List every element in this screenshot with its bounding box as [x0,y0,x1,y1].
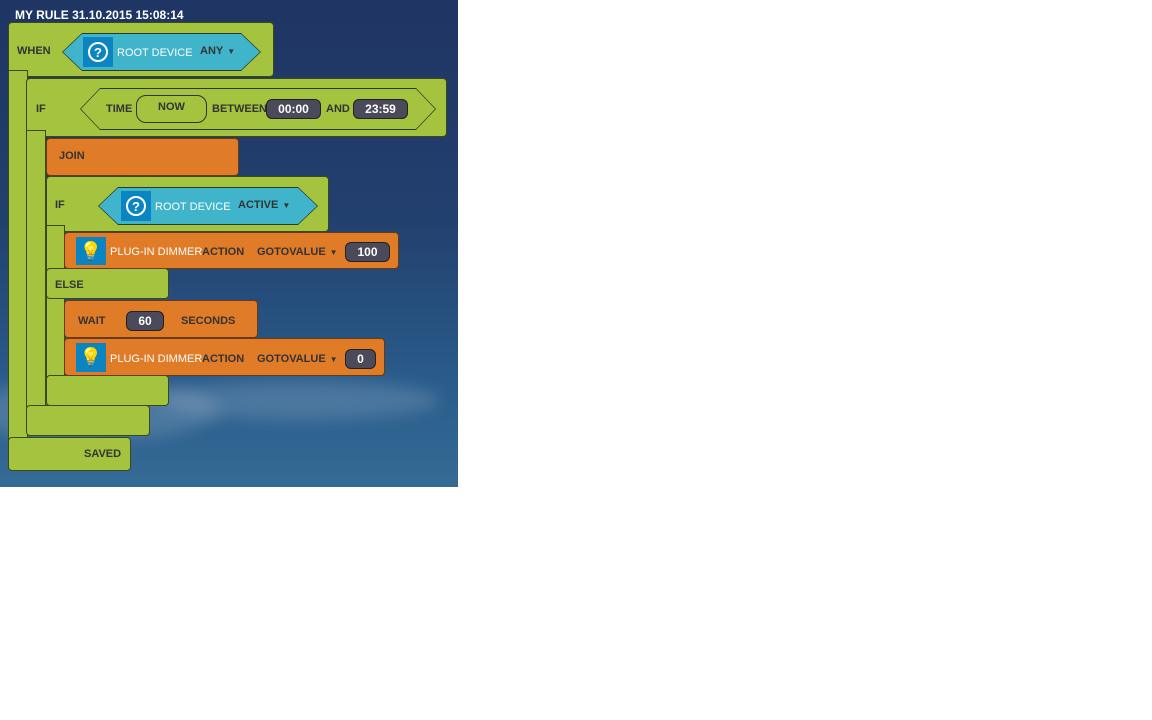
now-input[interactable]: NOW [136,95,207,123]
dropdown-arrow-icon: ▼ [282,201,291,210]
time-label: TIME [106,103,133,115]
lightbulb-icon: 💡 [76,343,106,372]
value-input[interactable]: 100 [345,242,390,262]
rule-canvas[interactable]: MY RULE 31.10.2015 15:08:14 WHEN ? ROOT … [0,0,458,487]
between-label: BETWEEN [212,103,267,115]
rule-title: MY RULE 31.10.2015 15:08:14 [15,8,184,22]
if-label: IF [55,199,65,211]
action-label: ACTION [202,353,245,365]
wait-seconds-input[interactable]: 60 [126,311,164,331]
command-dropdown[interactable]: GOTOVALUE▼ [257,353,338,365]
command: GOTOVALUE [257,353,326,365]
dropdown-arrow-icon: ▼ [329,248,338,257]
join-block[interactable]: JOIN [46,138,239,176]
wait-label: WAIT [78,315,106,327]
dropdown-arrow-icon: ▼ [227,47,236,56]
value-input[interactable]: 0 [345,349,376,369]
action-device: PLUG-IN DIMMER [110,246,203,258]
when-state-dropdown[interactable]: ANY▼ [200,45,235,57]
cloud [160,380,440,420]
question-icon: ? [121,191,151,221]
else-label: ELSE [55,279,84,291]
dropdown-arrow-icon: ▼ [329,355,338,364]
command: GOTOVALUE [257,246,326,258]
action-device: PLUG-IN DIMMER [110,353,203,365]
saved-status: SAVED [84,448,122,460]
dimmer-action-block[interactable]: 💡 PLUG-IN DIMMER ACTION GOTOVALUE▼ 100 [64,232,399,269]
if-label: IF [36,103,46,115]
join-label: JOIN [59,150,85,162]
if-state-dropdown[interactable]: ACTIVE▼ [238,199,290,211]
if-state: ACTIVE [238,199,279,211]
and-label: AND [326,103,350,115]
command-dropdown[interactable]: GOTOVALUE▼ [257,246,338,258]
time-to-input[interactable]: 23:59 [353,99,408,119]
lightbulb-icon: 💡 [76,237,106,265]
question-icon: ? [83,37,113,67]
action-label: ACTION [202,246,245,258]
when-label: WHEN [17,45,51,57]
wait-block[interactable]: WAIT 60 SECONDS [64,300,258,338]
time-from-input[interactable]: 00:00 [266,99,321,119]
when-device: ROOT DEVICE [117,47,193,59]
if-device: ROOT DEVICE [155,201,231,213]
when-state: ANY [200,45,224,57]
seconds-label: SECONDS [181,315,236,327]
dimmer-action-block[interactable]: 💡 PLUG-IN DIMMER ACTION GOTOVALUE▼ 0 [64,338,385,376]
